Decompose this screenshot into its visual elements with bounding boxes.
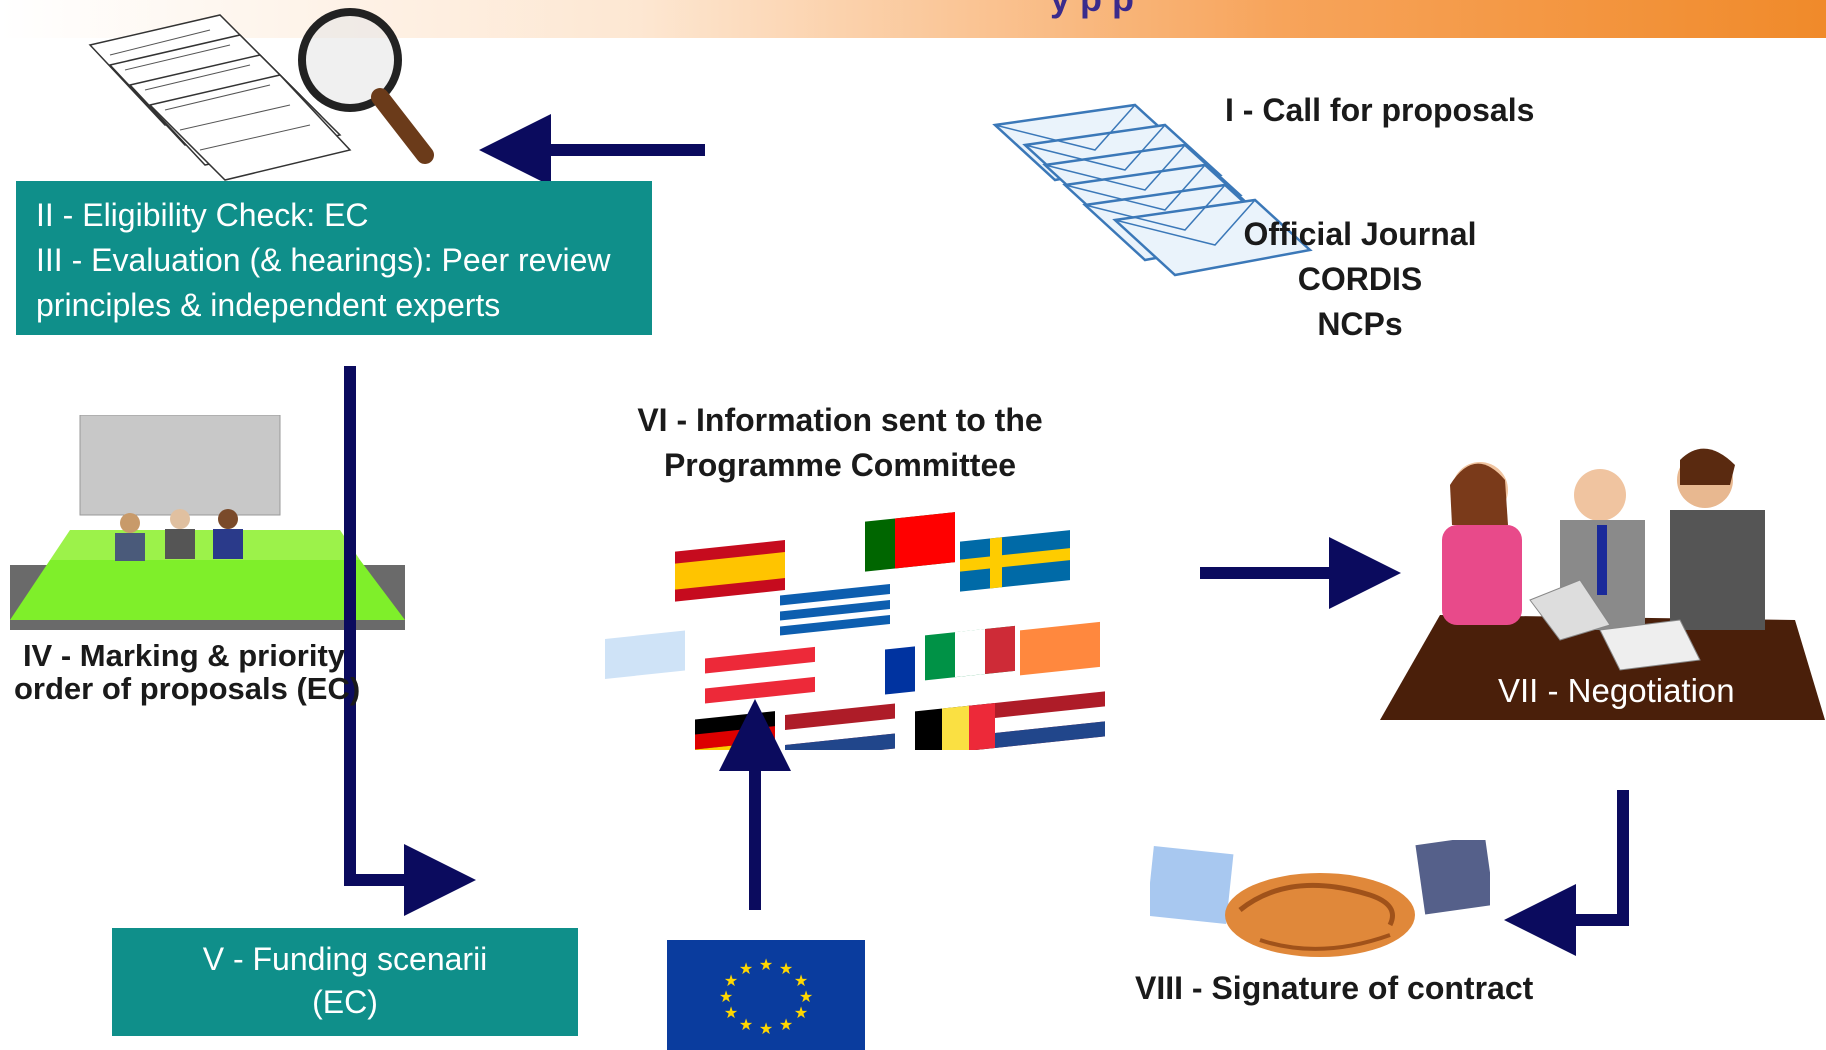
step-6-label: VI - Information sent to the Programme C… <box>620 398 1060 488</box>
arrow-evaluation-to-funding <box>344 366 476 916</box>
svg-text:★: ★ <box>779 959 793 978</box>
step-5-label: V - Funding scenarii <box>202 941 488 977</box>
svg-text:★: ★ <box>739 1015 753 1034</box>
svg-text:★: ★ <box>779 1015 793 1034</box>
header-title: y p p <box>1050 0 1134 20</box>
step-8-label: VIII - Signature of contract <box>1135 970 1534 1006</box>
eligibility-evaluation-box: II - Eligibility Check: EC III - Evaluat… <box>16 181 652 335</box>
step-3-label: III - Evaluation (& hearings): Peer revi… <box>36 241 611 278</box>
eu-flag-icon: ★★★ ★★★ ★★★ ★★★ <box>667 940 865 1050</box>
step-4-line1: IV - Marking & priority <box>22 638 346 673</box>
eu-flags-illustration <box>605 512 1105 750</box>
step-6-line2: Programme Committee <box>663 446 1017 483</box>
svg-text:★: ★ <box>794 1003 808 1022</box>
svg-text:★: ★ <box>799 987 813 1006</box>
step-3-label-cont: principles & independent experts <box>36 286 501 323</box>
step-7-label: VII - Negotiation <box>1498 672 1735 709</box>
step-4-label: IV - Marking & priority order of proposa… <box>14 638 361 706</box>
arrow-negotiation-to-signature <box>1504 790 1629 956</box>
channel-ncps: NCPs <box>1317 306 1403 342</box>
handshake-illustration <box>1150 840 1490 957</box>
svg-text:★: ★ <box>794 971 808 990</box>
funding-scenarii-box: V - Funding scenarii (EC) <box>112 928 578 1036</box>
step-6-line1: VI - Information sent to the <box>637 402 1043 438</box>
svg-text:★: ★ <box>739 959 753 978</box>
negotiation-people-illustration <box>1380 448 1825 720</box>
svg-text:★: ★ <box>759 1019 773 1038</box>
step-5-label-cont: (EC) <box>312 984 378 1021</box>
channel-cordis: CORDIS <box>1297 261 1423 297</box>
step-1-label: I - Call for proposals <box>1225 92 1535 128</box>
svg-text:★: ★ <box>724 971 738 990</box>
svg-text:★: ★ <box>759 955 773 974</box>
step-4-line2: order of proposals (EC) <box>14 670 361 706</box>
step-2-label: II - Eligibility Check: EC <box>36 197 369 233</box>
channel-official-journal: Official Journal <box>1243 216 1477 252</box>
meeting-table-illustration <box>10 415 405 630</box>
svg-text:★: ★ <box>724 1003 738 1022</box>
documents-magnifier-illustration <box>88 8 434 181</box>
header-bar: y p p <box>0 0 1826 38</box>
svg-text:★: ★ <box>719 987 733 1006</box>
envelopes-illustration <box>992 103 1313 277</box>
